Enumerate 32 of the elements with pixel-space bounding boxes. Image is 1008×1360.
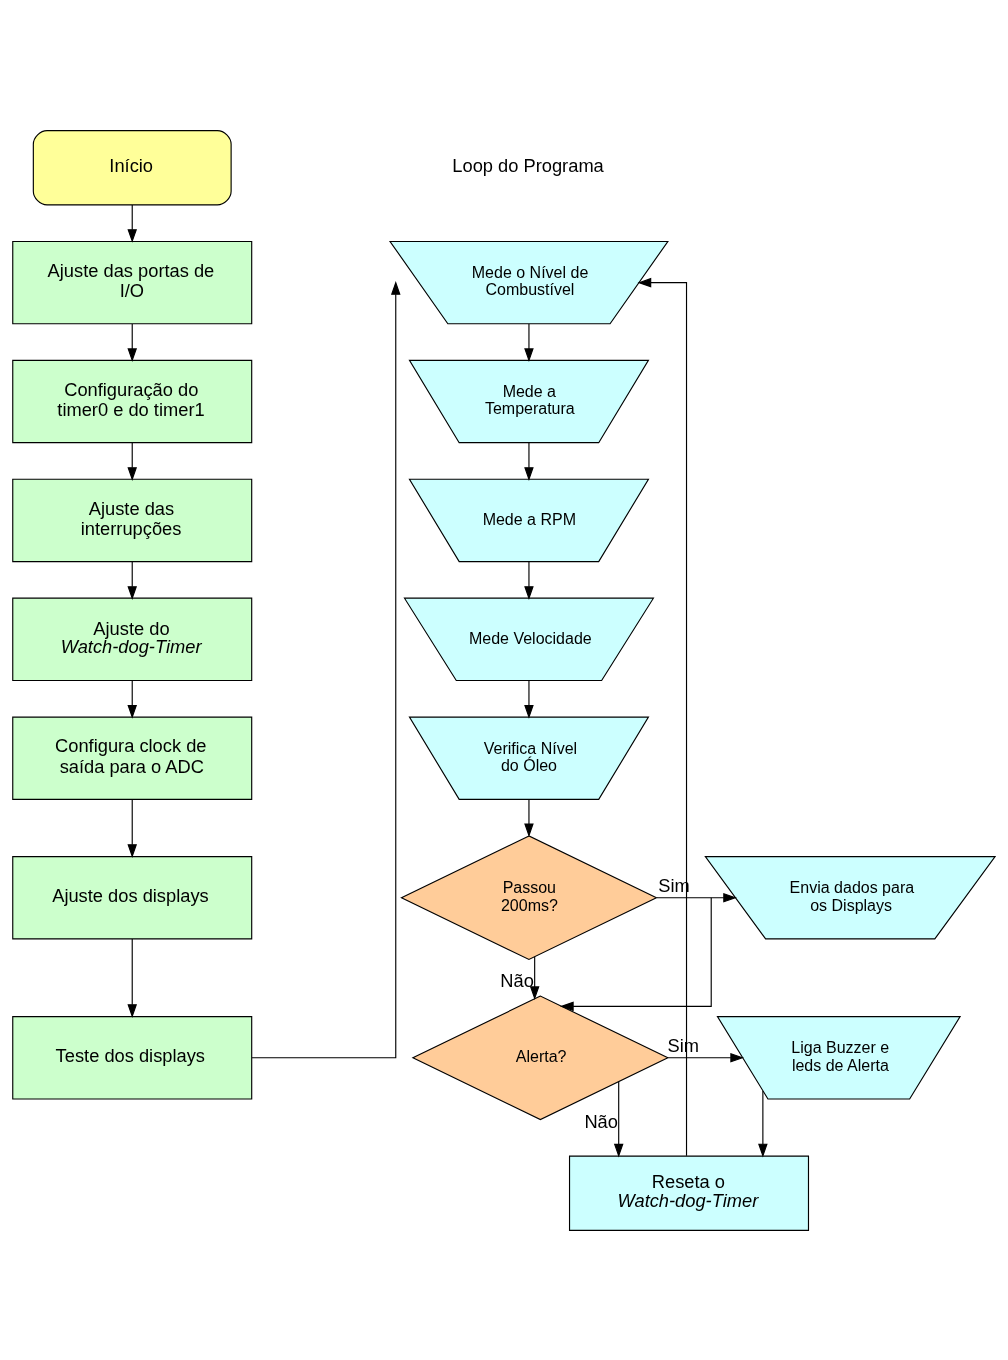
arrow bbox=[613, 1080, 624, 1158]
arrow bbox=[127, 560, 138, 600]
node-box: Configuração do timer0 e do timer1 bbox=[12, 359, 253, 443]
arrow bbox=[529, 955, 540, 1000]
arrow bbox=[127, 203, 138, 243]
arrow bbox=[524, 322, 534, 362]
arrow bbox=[127, 441, 138, 481]
node-diamond: Passou 200ms? bbox=[400, 834, 658, 960]
arrow bbox=[559, 896, 712, 1011]
arrow bbox=[758, 1089, 768, 1157]
node-box: Ajuste do Watch-dog-Timer bbox=[12, 597, 253, 681]
arrow bbox=[524, 441, 534, 481]
arrow bbox=[656, 892, 737, 903]
arrow bbox=[127, 322, 138, 362]
node-box: Configura clock de saída para o ADC bbox=[12, 716, 253, 800]
arrow bbox=[524, 679, 534, 719]
node-box: Início bbox=[32, 129, 232, 205]
node-box: Ajuste dos displays bbox=[12, 855, 253, 939]
arrow bbox=[127, 679, 138, 719]
node-box: Reseta o Watch-dog-Timer bbox=[568, 1155, 810, 1231]
arrow bbox=[127, 798, 138, 858]
arrow bbox=[251, 280, 401, 1058]
arrow bbox=[524, 798, 534, 837]
node-box: Ajuste das portas de I/O bbox=[12, 240, 253, 324]
node-box: Teste dos displays bbox=[12, 1015, 253, 1099]
arrow bbox=[127, 937, 138, 1018]
arrow bbox=[637, 277, 688, 1156]
label: Loop do Programa bbox=[452, 154, 604, 176]
node-box: Ajuste das interrupções bbox=[12, 478, 253, 562]
edge-label: Não bbox=[500, 969, 534, 991]
arrow bbox=[524, 560, 534, 600]
arrow bbox=[667, 1052, 745, 1063]
